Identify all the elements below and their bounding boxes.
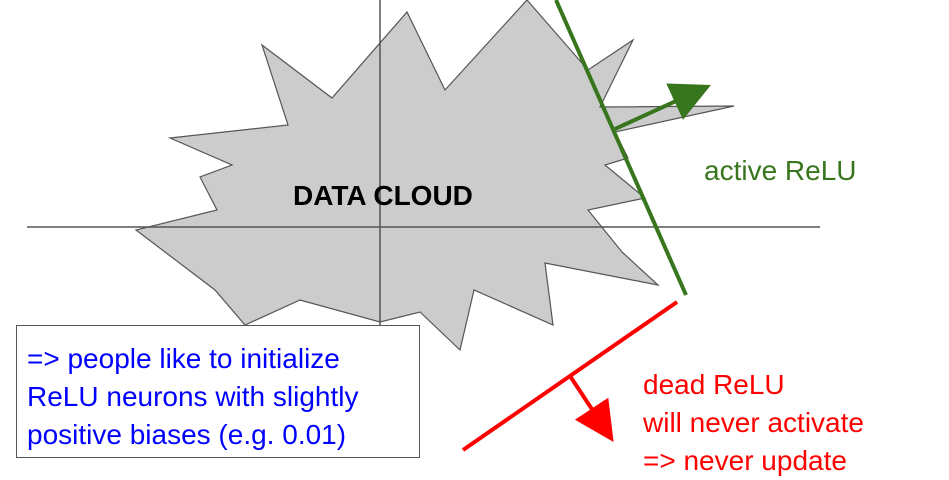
- bias-note-line-2: ReLU neurons with slightly: [27, 381, 359, 412]
- bias-note-box: => people like to initialize ReLU neuron…: [16, 325, 420, 458]
- active-relu-label: active ReLU: [704, 155, 857, 186]
- active-relu-line: [554, 0, 688, 296]
- bias-note-line-1: => people like to initialize: [27, 343, 340, 374]
- dead-relu-line-1: dead ReLU: [643, 369, 785, 400]
- dead-relu-label: dead ReLU will never activate => never u…: [643, 366, 864, 480]
- active-relu-normal-arrow: [614, 83, 711, 131]
- data-cloud-label: DATA CLOUD: [293, 180, 473, 211]
- bias-note-line-3: positive biases (e.g. 0.01): [27, 419, 347, 450]
- dead-relu-line-2: will never activate: [643, 407, 864, 438]
- dead-relu-line-3: => never update: [643, 445, 847, 476]
- dead-relu-normal-arrow: [568, 374, 614, 443]
- data-cloud-shape: [134, 0, 735, 352]
